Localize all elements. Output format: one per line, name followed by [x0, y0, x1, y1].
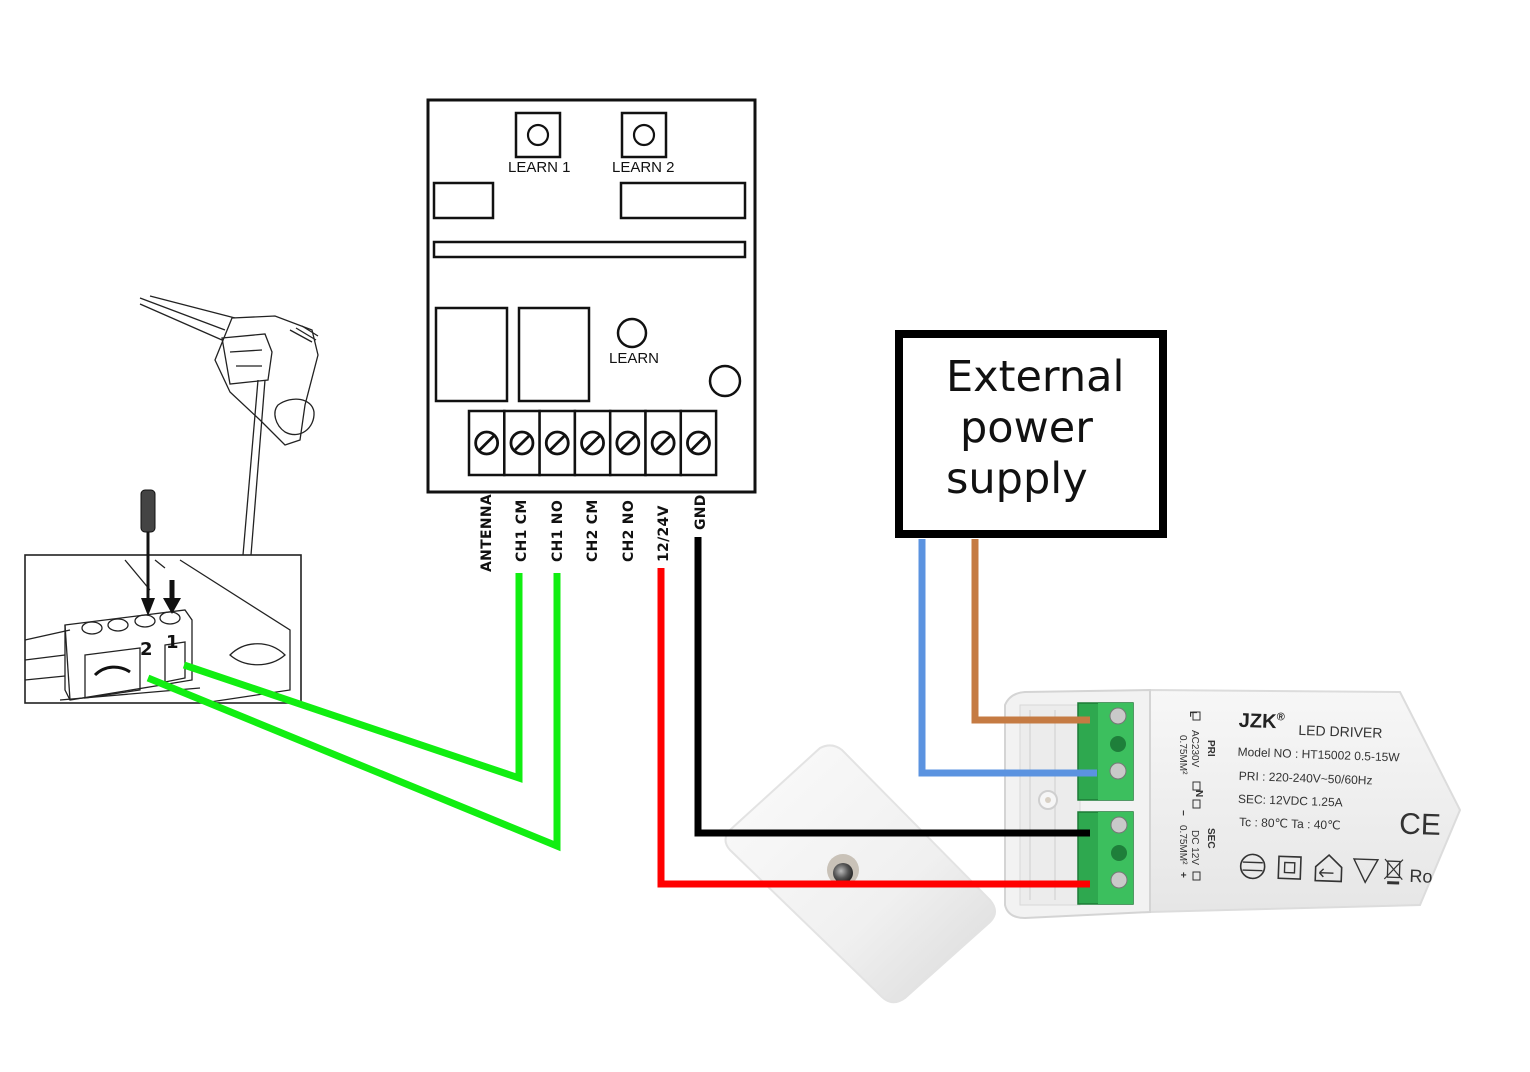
driver-temperatures: Tc : 80℃ Ta : 40℃ — [1239, 815, 1341, 833]
relay-1 — [434, 306, 509, 403]
screw-terminal — [573, 409, 612, 477]
terminal-label-ch2-no: CH2 NO — [621, 500, 637, 562]
driver-model: Model NO : HT15002 0.5-15W — [1237, 745, 1400, 765]
terminal-label-ch1-cm: CH1 CM — [514, 499, 530, 562]
component-block-right — [619, 181, 747, 220]
side-label-pri: PRI — [1205, 740, 1216, 757]
terminal-screw-icon — [1110, 871, 1128, 889]
driver-label: JZK® LED DRIVER Model NO : HT15002 0.5-1… — [1237, 710, 1442, 887]
arrow-down-icon — [163, 580, 181, 614]
component-block-left — [432, 181, 495, 220]
side-label-sec: SEC — [1205, 828, 1216, 849]
terminal-label-gnd: GND — [693, 494, 709, 530]
psu-label-line2: power — [960, 403, 1093, 453]
side-label-mm2: 0.75MM² — [1177, 825, 1188, 865]
terminal-screw-icon — [1109, 707, 1127, 725]
led-driver: JZK® LED DRIVER Model NO : HT15002 0.5-1… — [1004, 688, 1462, 920]
side-label-minus: − — [1177, 810, 1188, 816]
terminal-block-sketch — [24, 559, 291, 703]
temperature-triangle-icon — [1352, 858, 1380, 884]
screw-head-icon — [580, 430, 605, 456]
inset-frame — [24, 554, 302, 704]
driver-sec-rating: SEC: 12VDC 1.25A — [1238, 792, 1343, 810]
screw-terminal — [538, 409, 577, 477]
driver-output-terminal — [1077, 811, 1134, 905]
terminal-screw-icon — [1109, 762, 1127, 780]
screw-head-icon — [509, 430, 535, 456]
screw-head-icon — [474, 430, 500, 456]
power-supply-box — [895, 330, 1167, 538]
screw-head-icon — [544, 430, 570, 456]
garage-opener-illustration: 2 1 — [24, 295, 319, 704]
led-indicator — [708, 364, 742, 398]
terminal-1-label: 1 — [166, 632, 179, 653]
component-strip — [432, 240, 747, 259]
side-label-dc: DC 12V — [1189, 830, 1200, 865]
terminal-label-12-24v: 12/24V — [656, 505, 672, 562]
terminal-labels: ANTENNA CH1 CM CH1 NO CH2 CM CH2 NO 12/2… — [479, 494, 709, 572]
learn2-label: LEARN 2 — [612, 159, 675, 176]
rohs-mark: Ro — [1409, 866, 1433, 887]
external-power-supply: External power supply — [895, 330, 1167, 538]
psu-label-line1: External — [946, 352, 1124, 402]
screw-terminal — [503, 409, 541, 477]
wire-brown-live — [971, 539, 1090, 724]
wire-black-gnd — [694, 537, 1090, 837]
screw-terminal — [467, 409, 506, 477]
driver-brand: JZK® — [1238, 710, 1285, 734]
indoor-use-icon — [1314, 853, 1343, 883]
learn-label: LEARN — [609, 350, 659, 367]
screw-head-icon — [686, 430, 711, 456]
relay-2 — [517, 306, 591, 403]
wire-green-ch1-no — [146, 573, 561, 852]
psu-label-line3: supply — [946, 454, 1088, 504]
learn1-button[interactable] — [514, 111, 562, 159]
side-label-ac: AC230V — [1189, 730, 1200, 768]
ce-mark-icon: CE — [1399, 807, 1442, 841]
terminal-screw-icon — [1110, 816, 1128, 834]
class-ii-icon — [1277, 855, 1302, 880]
wire-red-12-24v — [657, 568, 1090, 888]
screw-terminal — [679, 409, 718, 477]
driver-title: LED DRIVER — [1298, 722, 1383, 741]
side-label-n: N — [1193, 790, 1204, 797]
screw-head-icon — [615, 430, 641, 456]
wire-green-ch1-cm — [182, 573, 523, 783]
driver-side-legend: L AC230V 0.75MM² PRI N SEC DC 12V − 0.75… — [1177, 711, 1216, 881]
screw-terminal — [608, 409, 647, 477]
terminal-label-ch1-no: CH1 NO — [550, 500, 566, 562]
terminal-2-label: 2 — [140, 639, 153, 660]
learn2-button[interactable] — [620, 111, 668, 159]
side-label-plus: + — [1177, 872, 1188, 878]
screw-terminal — [644, 409, 683, 477]
weee-bin-icon — [1383, 858, 1404, 885]
learn-led — [616, 317, 648, 349]
side-label-mm1: 0.75MM² — [1177, 735, 1188, 775]
screw-terminal-block — [467, 409, 718, 477]
terminal-label-antenna: ANTENNA — [479, 494, 495, 572]
opener-head-sketch — [139, 295, 319, 556]
wire-blue-neutral — [918, 539, 1097, 777]
screwdriver-icon — [140, 489, 156, 616]
driver-pri-rating: PRI : 220-240V~50/60Hz — [1239, 769, 1373, 788]
terminal-label-ch2-cm: CH2 CM — [585, 499, 601, 562]
junction-box — [724, 744, 996, 1004]
screw-head-icon — [650, 430, 676, 456]
receiver-board: LEARN 1 LEARN 2 LEARN ANTENNA CH1 CM CH1… — [426, 98, 757, 572]
learn1-label: LEARN 1 — [508, 159, 571, 176]
wires — [146, 537, 1097, 888]
double-insulation-round-icon — [1239, 853, 1266, 880]
screw-icon — [833, 863, 853, 883]
